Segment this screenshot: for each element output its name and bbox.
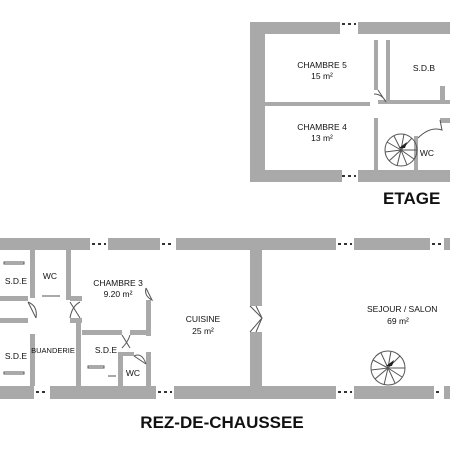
partition [130, 330, 150, 335]
partition [30, 334, 35, 386]
room-name: SEJOUR / SALON [367, 304, 437, 314]
wall [354, 386, 434, 399]
room-name: S.D.E [5, 276, 28, 286]
partition [265, 102, 370, 106]
partition [30, 250, 35, 298]
wall [0, 238, 90, 250]
wall [0, 386, 34, 399]
wall [358, 170, 450, 182]
door-swing [27, 301, 37, 319]
door-swing [249, 305, 263, 333]
partition [250, 332, 262, 386]
partition [378, 100, 450, 104]
room-name: WC [126, 368, 140, 378]
partition [76, 318, 81, 386]
wall [444, 238, 450, 250]
wall [108, 238, 160, 250]
room-name: WC [43, 271, 57, 281]
door-swing [121, 334, 131, 349]
room-area: 9.20 m² [104, 289, 133, 299]
floor-title: REZ-DE-CHAUSSEE [140, 413, 303, 432]
room-name: BUANDERIE [31, 346, 75, 355]
room-area: 15 m² [311, 71, 333, 81]
partition [70, 296, 82, 301]
room-name: CHAMBRE 4 [297, 122, 347, 132]
partition [374, 40, 378, 90]
wall [358, 22, 450, 34]
ground-floor: S.D.E WC CHAMBRE 3 9.20 m² S.D.E BUANDER… [0, 238, 450, 432]
room-name: WC [420, 148, 434, 158]
wall [174, 386, 336, 399]
partition [440, 86, 445, 104]
room-name: S.D.E [5, 351, 28, 361]
partition [414, 136, 418, 170]
partition [386, 40, 390, 102]
partition [0, 296, 28, 301]
room-name: CHAMBRE 5 [297, 60, 347, 70]
room-area: 69 m² [387, 316, 409, 326]
partition [118, 354, 123, 386]
floor-title: ETAGE [383, 189, 440, 208]
spiral-staircase [384, 133, 418, 167]
door-swing [417, 119, 443, 139]
partition [146, 352, 151, 386]
spiral-staircase [370, 350, 406, 386]
room-name: CUISINE [186, 314, 221, 324]
partition [374, 118, 378, 170]
room-name: CHAMBRE 3 [93, 278, 143, 288]
wall [50, 386, 156, 399]
upper-floor: CHAMBRE 5 15 m² CHAMBRE 4 13 m² S.D.B WC… [250, 22, 450, 208]
wall [250, 22, 340, 34]
fixture [3, 261, 25, 265]
door-swing [145, 287, 154, 302]
partition [0, 318, 28, 323]
room-name: S.D.B [413, 63, 436, 73]
wall [444, 386, 450, 399]
partition [146, 300, 151, 336]
partition [118, 352, 134, 356]
partition [66, 250, 71, 300]
wall [176, 238, 336, 250]
room-name: S.D.E [95, 345, 118, 355]
door-swing [69, 301, 81, 319]
partition [250, 250, 262, 306]
room-area: 13 m² [311, 133, 333, 143]
fixture [87, 365, 105, 369]
room-area: 25 m² [192, 326, 214, 336]
door-swing [133, 354, 147, 365]
door-swing [373, 89, 387, 103]
partition [82, 330, 122, 335]
wall [250, 22, 265, 182]
fixture [3, 371, 25, 375]
wall [354, 238, 430, 250]
partition [440, 118, 450, 123]
wall [250, 170, 342, 182]
